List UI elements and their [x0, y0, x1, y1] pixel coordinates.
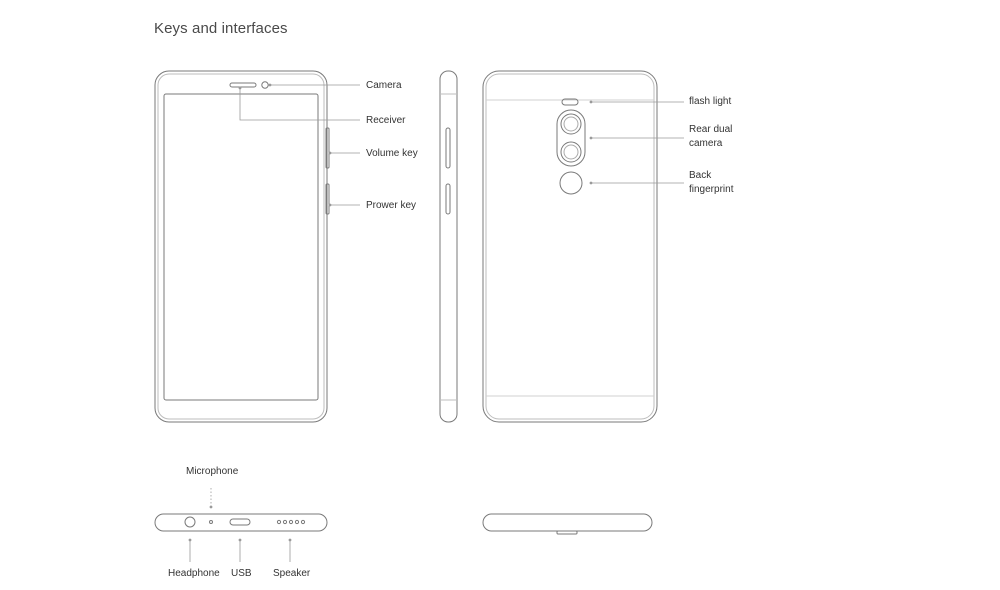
label-back-fingerprint-1: Back — [689, 170, 712, 181]
headphone-jack — [184, 516, 196, 528]
top-body — [482, 513, 653, 532]
leader-lines — [189, 84, 684, 562]
label-speaker: Speaker — [273, 568, 311, 579]
side-power-key — [445, 183, 451, 215]
label-rear-dual-camera-2: camera — [689, 138, 723, 149]
microphone-hole — [209, 520, 213, 524]
side-view — [439, 70, 458, 423]
bottom-edge-view — [154, 513, 328, 532]
label-headphone: Headphone — [168, 568, 220, 579]
front-camera — [261, 81, 269, 89]
back-view — [482, 70, 658, 423]
page-title: Keys and interfaces — [154, 20, 288, 37]
front-power-key — [325, 183, 330, 215]
front-screen — [163, 93, 319, 401]
label-usb: USB — [231, 568, 252, 579]
label-volume-key: Volume key — [366, 148, 418, 159]
side-volume-key — [445, 127, 451, 169]
leader-dots — [188, 83, 593, 542]
label-receiver: Receiver — [366, 115, 406, 126]
front-body — [154, 70, 328, 423]
back-body — [482, 70, 658, 423]
label-rear-dual-camera-1: Rear dual — [689, 124, 733, 135]
flash-light — [561, 98, 579, 106]
front-volume-key — [325, 127, 330, 169]
top-edge-view — [482, 513, 653, 535]
label-back-fingerprint-2: fingerprint — [689, 184, 734, 195]
back-fingerprint — [559, 171, 583, 195]
usb-port — [229, 518, 251, 526]
bottom-body — [154, 513, 328, 532]
label-power-key: Prower key — [366, 200, 417, 211]
front-view — [154, 70, 330, 423]
label-flash-light: flash light — [689, 96, 732, 107]
side-body — [439, 70, 458, 423]
rear-camera-module — [556, 109, 586, 167]
label-camera: Camera — [366, 80, 402, 91]
front-inner-bezel — [157, 73, 325, 420]
receiver-slot — [229, 82, 257, 88]
label-microphone: Microphone — [186, 466, 239, 477]
